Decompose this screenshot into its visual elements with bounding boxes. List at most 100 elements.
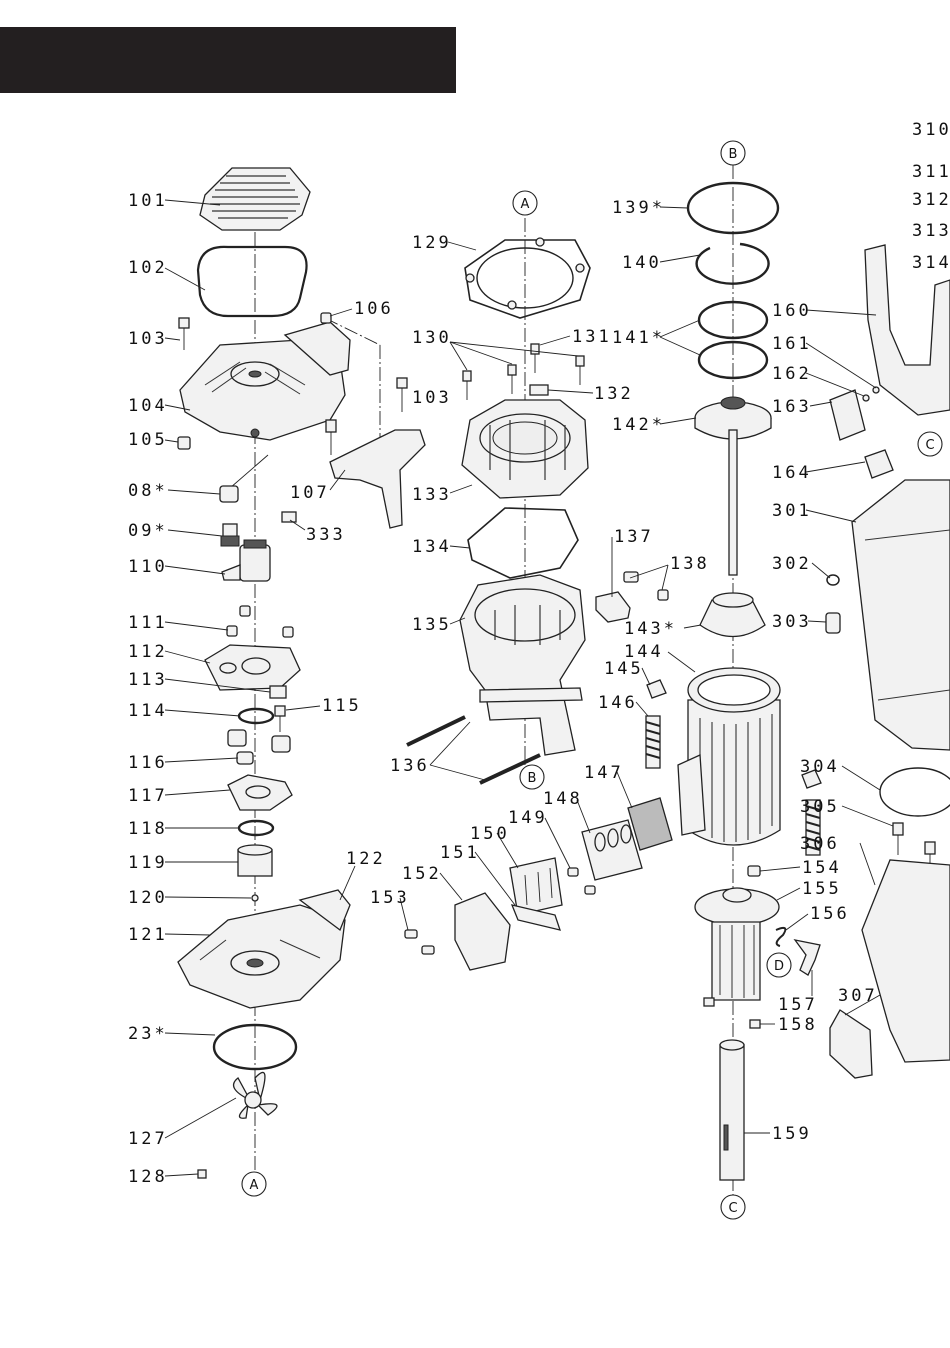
part-screw-128: [197, 1169, 207, 1179]
svg-text:A: A: [250, 1178, 259, 1193]
part-housing-301: [851, 479, 950, 751]
part-cover-152: [454, 892, 511, 971]
label-153: 153: [370, 888, 410, 908]
label-117: 117: [128, 786, 168, 806]
label-144: 144: [624, 642, 664, 662]
label-121: 121: [128, 925, 168, 945]
label-145: 145: [604, 659, 644, 679]
ref-circle-b-mid: B: [519, 764, 545, 790]
part-cone-143: [699, 592, 766, 638]
label-312: 312: [912, 190, 950, 210]
label-127: 127: [128, 1129, 168, 1149]
label-154: 154: [802, 858, 842, 878]
part-plate-155: [694, 887, 780, 1001]
part-latch-163: [829, 389, 866, 441]
label-152: 152: [402, 864, 442, 884]
label-118: 118: [128, 819, 168, 839]
part-screws-149: [567, 867, 596, 895]
part-vent-cover: [199, 167, 311, 231]
label-131: 131: [572, 327, 612, 347]
label-303: 303: [772, 612, 812, 632]
part-block-145: [646, 679, 667, 699]
leader-lines: [164, 199, 894, 1177]
label-137: 137: [614, 527, 654, 547]
axis-handle-link: [324, 317, 381, 346]
part-ring-118: [237, 819, 275, 837]
label-310: 310: [912, 120, 950, 140]
svg-text:B: B: [528, 771, 537, 786]
part-sleeve-119: [237, 844, 273, 877]
part-nut-154: [747, 865, 761, 877]
label-149: 149: [508, 808, 548, 828]
ref-circle-c-bottom: C: [720, 1194, 746, 1220]
part-lower-housing-135: [459, 574, 586, 756]
part-screw-106: [320, 312, 332, 324]
part-base-121: [177, 889, 351, 1009]
part-strip-151: [510, 904, 561, 931]
label-147: 147: [584, 763, 624, 783]
svg-text:C: C: [925, 438, 934, 453]
part-plate-112: [204, 644, 301, 691]
part-162: [862, 394, 870, 402]
label-08: 08*: [128, 481, 168, 501]
label-138: 138: [670, 554, 710, 574]
part-lower-housing-306: [861, 859, 950, 1063]
label-150: 150: [470, 824, 510, 844]
label-110: 110: [128, 557, 168, 577]
part-frame-160: [864, 244, 950, 416]
label-164: 164: [772, 463, 812, 483]
part-plate-148: [581, 819, 643, 881]
part-clip-333: [281, 511, 297, 523]
label-306: 306: [800, 834, 840, 854]
part-screws-111: [226, 605, 294, 638]
label-141: 141*: [612, 328, 665, 348]
ref-circle-a-bottom: A: [241, 1171, 267, 1197]
label-107: 107: [290, 483, 330, 503]
part-161: [872, 386, 880, 394]
part-motor-housing-144: [677, 667, 781, 846]
label-142: 142*: [612, 415, 665, 435]
label-104: 104: [128, 396, 168, 416]
part-mesh-147: [627, 797, 673, 851]
part-ball-120: [251, 894, 259, 902]
label-151: 151: [440, 843, 480, 863]
part-screws-130: [462, 343, 585, 400]
label-313: 313: [912, 221, 950, 241]
label-301: 301: [772, 501, 812, 521]
part-gasket-129: [464, 237, 591, 319]
part-screw-103a: [178, 317, 190, 350]
label-158: 158: [778, 1015, 818, 1035]
label-116: 116: [128, 753, 168, 773]
part-gasket-square: [196, 245, 308, 318]
svg-text:D: D: [774, 959, 784, 974]
label-105: 105: [128, 430, 168, 450]
part-spring-146: [645, 715, 661, 769]
part-block-right: [801, 769, 822, 789]
label-155: 155: [802, 879, 842, 899]
part-piston-142: [694, 396, 772, 576]
part-oring-114: [237, 707, 275, 725]
header-bar: [0, 27, 456, 93]
part-screws-158: [703, 997, 761, 1029]
part-washer-302: [826, 574, 840, 586]
label-159: 159: [772, 1124, 812, 1144]
label-161: 161: [772, 334, 812, 354]
ref-circle-c-top: C: [917, 431, 943, 457]
part-oring-141b: [697, 340, 769, 380]
label-304: 304: [800, 757, 840, 777]
part-bushing-303: [825, 612, 841, 634]
part-fan-127: [232, 1071, 278, 1119]
label-146: 146: [598, 693, 638, 713]
ref-circle-d: D: [766, 952, 792, 978]
label-136: 136: [390, 756, 430, 776]
part-screw-115: [274, 705, 286, 732]
label-09: 09*: [128, 521, 168, 541]
part-cylinder-housing-133: [461, 399, 589, 499]
part-pins-136: [406, 715, 541, 785]
part-bolts-138: [623, 571, 669, 601]
label-129: 129: [412, 233, 452, 253]
part-clip-132: [529, 384, 549, 396]
part-switch-110: [221, 539, 271, 582]
part-screw-103b: [396, 377, 408, 412]
